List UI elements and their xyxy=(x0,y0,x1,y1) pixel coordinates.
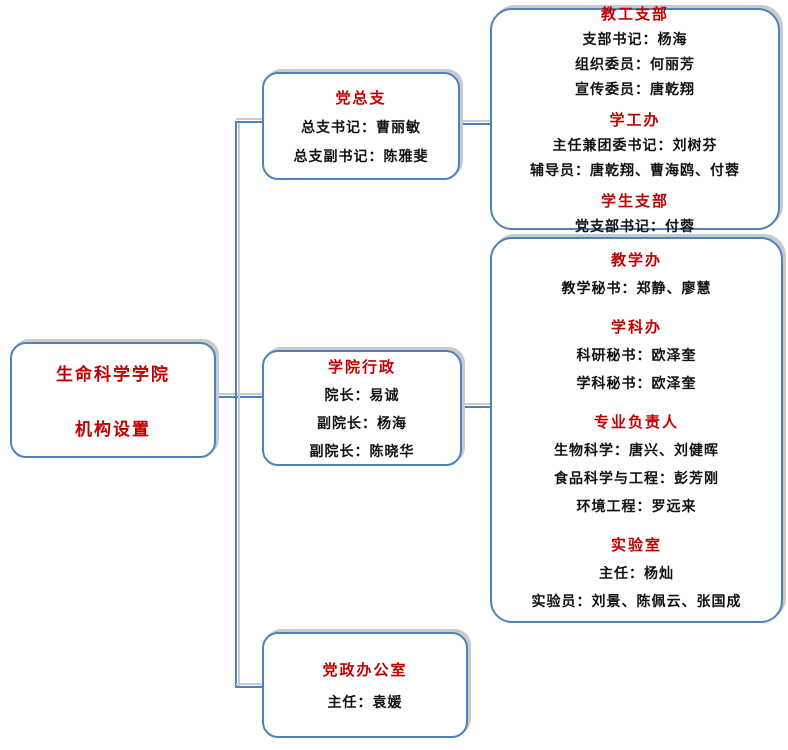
administration-title: 学院行政 xyxy=(327,357,396,376)
box-party-detail: 教工支部 支部书记：杨海 组织委员：何丽芳 宣传委员：唐乾翔 学工办 主任兼团委… xyxy=(490,5,780,235)
section-program-leaders: 专业负责人 生物科学：唐兴、刘健晖 食品科学与工程：彭芳刚 环境工程：罗远来 xyxy=(554,411,719,516)
section-staff-party-branch: 教工支部 支部书记：杨海 组织委员：何丽芳 宣传委员：唐乾翔 xyxy=(575,3,695,99)
box-party-admin-office: 党政办公室 主任：袁媛 xyxy=(262,632,468,738)
laboratory-technicians: 实验员：刘景、陈佩云、张国成 xyxy=(531,594,742,610)
food-science-leader: 食品科学与工程：彭芳刚 xyxy=(554,471,719,487)
connector-root-to-trunk xyxy=(216,396,262,398)
laboratory-title: 实验室 xyxy=(610,536,662,554)
student-affairs-director: 主任兼团委书记：刘树芬 xyxy=(552,137,718,154)
box-administration-detail: 教学办 教学秘书：郑静、廖慧 学科办 科研秘书：欧泽奎 学科秘书：欧泽奎 专业负… xyxy=(490,237,783,623)
environmental-engineering-leader: 环境工程：罗远来 xyxy=(576,499,697,515)
discipline-office-title: 学科办 xyxy=(610,318,662,336)
dean: 院长：易诚 xyxy=(324,387,400,404)
section-student-party-branch: 学生支部 党支部书记：付蓉 xyxy=(575,190,695,236)
teaching-office-title: 教学办 xyxy=(610,251,662,269)
discipline-secretary: 学科秘书：欧泽奎 xyxy=(576,376,697,392)
section-student-affairs-office: 学工办 主任兼团委书记：刘树芬 辅导员：唐乾翔、曹海鸥、付蓉 xyxy=(530,109,740,180)
party-branch-secretary: 总支书记：曹丽敏 xyxy=(301,119,421,136)
staff-branch-org-member: 组织委员：何丽芳 xyxy=(575,56,695,73)
teaching-secretaries: 教学秘书：郑静、廖慧 xyxy=(561,281,712,297)
connector-trunk-vertical xyxy=(235,121,237,688)
connector-trunk-to-party-branch xyxy=(236,121,262,123)
party-branch-title: 党总支 xyxy=(335,88,387,107)
vice-dean-2: 副院长：陈晓华 xyxy=(309,443,415,460)
box-party-general-branch: 党总支 总支书记：曹丽敏 总支副书记：陈雅斐 xyxy=(262,72,460,180)
program-leaders-title: 专业负责人 xyxy=(593,413,679,431)
staff-branch-publicity-member: 宣传委员：唐乾翔 xyxy=(575,81,695,98)
office-title: 党政办公室 xyxy=(322,660,408,679)
vice-dean-1: 副院长：杨海 xyxy=(317,415,407,432)
college-name: 生命科学学院 xyxy=(56,365,170,385)
staff-branch-secretary: 支部书记：杨海 xyxy=(582,31,688,48)
section-discipline-office: 学科办 科研秘书：欧泽奎 学科秘书：欧泽奎 xyxy=(577,316,697,393)
counselors: 辅导员：唐乾翔、曹海鸥、付蓉 xyxy=(530,162,740,179)
connector-administration-to-detail xyxy=(462,406,490,408)
laboratory-director: 主任：杨灿 xyxy=(599,566,674,582)
student-branch-title: 学生支部 xyxy=(600,191,669,210)
root-box-college: 生命科学学院 机构设置 xyxy=(10,342,216,458)
connector-trunk-to-office xyxy=(236,686,262,688)
section-laboratory: 实验室 主任：杨灿 实验员：刘景、陈佩云、张国成 xyxy=(532,534,742,611)
student-branch-secretary: 党支部书记：付蓉 xyxy=(575,218,695,235)
party-branch-deputy-secretary: 总支副书记：陈雅斐 xyxy=(293,148,429,165)
office-director: 主任：袁媛 xyxy=(327,694,403,711)
box-college-administration: 学院行政 院长：易诚 副院长：杨海 副院长：陈晓华 xyxy=(262,350,462,466)
research-secretary: 科研秘书：欧泽奎 xyxy=(576,348,697,364)
staff-branch-title: 教工支部 xyxy=(600,4,669,23)
chart-subtitle: 机构设置 xyxy=(75,420,151,440)
connector-party-branch-to-detail xyxy=(460,123,490,125)
student-affairs-title: 学工办 xyxy=(609,110,661,129)
biology-science-leaders: 生物科学：唐兴、刘健晖 xyxy=(554,443,719,459)
section-teaching-office: 教学办 教学秘书：郑静、廖慧 xyxy=(562,249,712,298)
